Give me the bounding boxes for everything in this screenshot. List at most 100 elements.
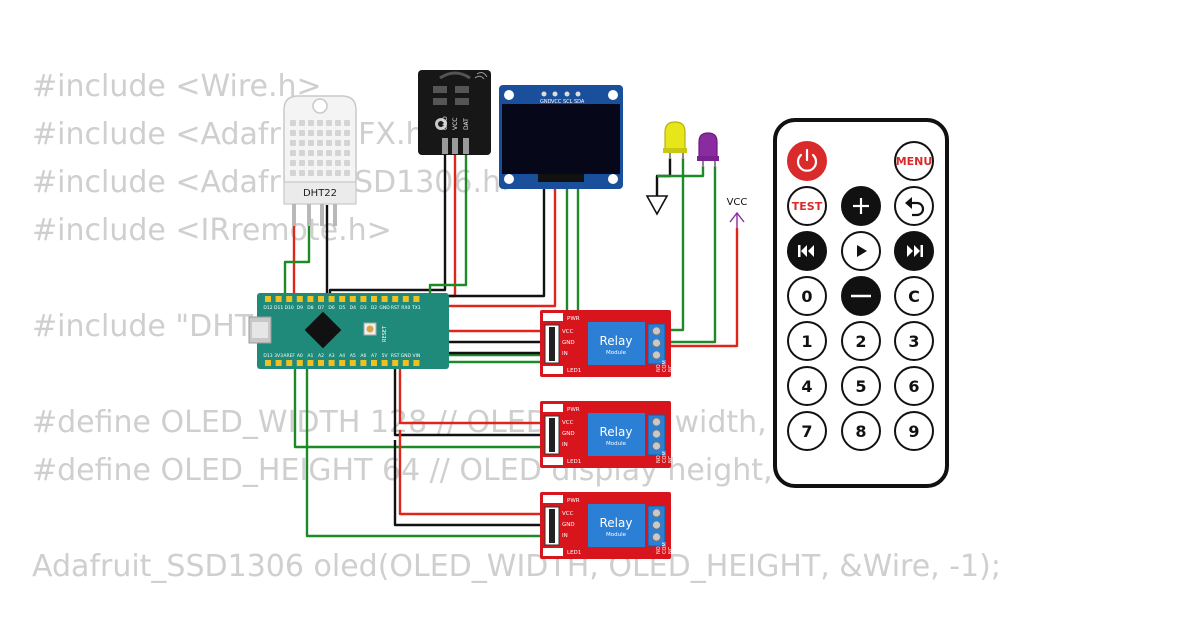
ir-pin-dat: DAT [463, 118, 470, 130]
dht22-vent [344, 160, 350, 166]
yellow-led[interactable] [663, 121, 687, 159]
arduino-pin-label: D6 [328, 305, 334, 311]
relay-terminal-label: COM [662, 542, 668, 554]
remote-button[interactable]: 7 [787, 411, 827, 451]
relay-body [588, 322, 645, 365]
relay-pin-label: IN [562, 442, 568, 448]
relay-led-pwr [543, 313, 563, 321]
remote-button[interactable] [841, 186, 881, 226]
remote-button-label: 6 [908, 377, 919, 396]
dht22-vent [308, 160, 314, 166]
remote-button-label: TEST [792, 200, 823, 213]
dht22-vent [335, 160, 341, 166]
arduino-pin-label: A0 [297, 353, 303, 359]
arduino-pin [349, 296, 356, 302]
remote-button[interactable]: TEST [787, 186, 827, 226]
relay-led-pwr [543, 495, 563, 503]
remote-button[interactable]: C [894, 276, 934, 316]
purple-led[interactable] [697, 132, 719, 167]
relay-pin-label: IN [562, 351, 568, 357]
remote-button[interactable]: 8 [841, 411, 881, 451]
relay-terminal-screw [652, 520, 661, 530]
dht22-vent [317, 170, 323, 176]
arduino-pin [296, 296, 303, 302]
code-line: #define OLED_HEIGHT 64 // OLED display h… [32, 453, 906, 488]
dht22-vent [317, 130, 323, 136]
relay-pin-label: GND [562, 340, 575, 346]
wire-vcc-relay-com [668, 228, 739, 348]
dht22-vent [290, 120, 296, 126]
dht22-vent [290, 150, 296, 156]
arduino-pin-label: A7 [371, 353, 377, 359]
remote-button[interactable]: 3 [894, 321, 934, 361]
relay-pin-label: IN [562, 533, 568, 539]
ir-pin-gnd: GND [442, 116, 449, 130]
dht22-vent [299, 120, 305, 126]
dht22-vent [344, 150, 350, 156]
arduino-pin [392, 296, 399, 302]
remote-button[interactable]: 1 [787, 321, 827, 361]
relay-led1-label: LED1 [567, 368, 581, 374]
arduino-pin [265, 360, 271, 366]
arduino-pin [328, 296, 335, 302]
arduino-pin-label: D10 [285, 305, 294, 311]
relay-terminal-label: COM [662, 451, 668, 463]
remote-button[interactable]: 4 [787, 366, 827, 406]
relay-terminal-label: NO [656, 455, 662, 463]
remote-button[interactable] [787, 231, 827, 271]
remote-button-label: 3 [908, 332, 919, 351]
ir-pin-vcc: VCC [452, 118, 459, 130]
oled-display[interactable]: GND VCC SCL SDA [499, 85, 623, 189]
relay-body [588, 413, 645, 456]
arduino-pin [318, 296, 324, 302]
arduino-pin-label: A2 [318, 353, 324, 359]
dht22-sensor[interactable]: DHT22 [283, 95, 357, 226]
arduino-pin-label: D12 [263, 305, 272, 311]
dht22-vent [290, 160, 296, 166]
dht22-vent [344, 140, 350, 146]
remote-button[interactable]: MENU [894, 141, 934, 181]
back-icon [905, 197, 925, 217]
dht22-vent [326, 150, 332, 156]
relay-terminal-label: NO [656, 546, 662, 554]
relay-subtitle: Module [606, 532, 627, 538]
remote-button[interactable]: 5 [841, 366, 881, 406]
wire-relay3-vcc [398, 430, 553, 516]
wire-purple-led-anode [668, 166, 717, 344]
dht22-vent [299, 160, 305, 166]
remote-button-label: 9 [908, 422, 919, 441]
dht22-vent [326, 160, 332, 166]
remote-button-label: 4 [801, 377, 812, 396]
arduino-pin-label: GND [401, 353, 412, 359]
remote-button[interactable]: 9 [894, 411, 934, 451]
remote-button[interactable] [787, 141, 827, 181]
oled-pin-sda: SDA [574, 99, 585, 105]
arduino-pin [286, 296, 293, 302]
remote-button[interactable] [894, 186, 934, 226]
remote-button[interactable] [841, 276, 881, 316]
arduino-pin-label: D13 [263, 353, 272, 359]
remote-button[interactable]: 6 [894, 366, 934, 406]
remote-button[interactable] [841, 231, 881, 271]
relay-pin-label: VCC [562, 420, 574, 426]
remote-button-label: C [908, 287, 920, 306]
remote-button[interactable]: 2 [841, 321, 881, 361]
remote-button[interactable] [894, 231, 934, 271]
remote-button[interactable]: 0 [787, 276, 827, 316]
power-icon [796, 148, 818, 172]
relay-title: Relay [600, 425, 633, 439]
relay-led-1 [543, 548, 563, 556]
ground-symbol [645, 195, 669, 216]
dht22-vent [308, 140, 314, 146]
ir-receiver[interactable]: GND VCC DAT [418, 70, 491, 155]
remote-button-label: 5 [855, 377, 866, 396]
dht22-vent [290, 130, 296, 136]
wire-relay2-in [293, 365, 553, 449]
dht22-vent [317, 120, 323, 126]
